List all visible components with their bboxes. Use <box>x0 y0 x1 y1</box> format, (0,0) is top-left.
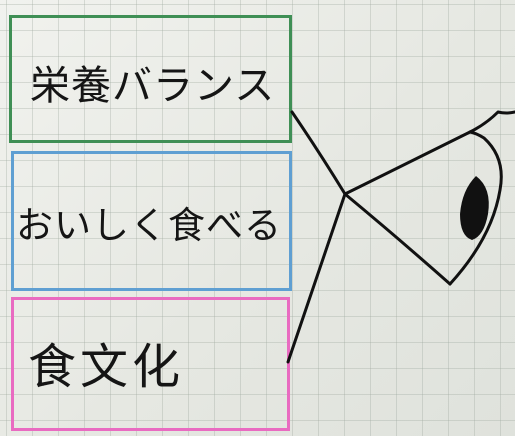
nutrition-balance-label: 栄養バランス <box>30 63 276 109</box>
eye-shape-icon <box>460 176 489 240</box>
nutrition-balance-box: 栄養バランス <box>9 15 292 143</box>
body-lower-line <box>343 192 452 286</box>
eat-deliciously-box: おいしく食べる <box>11 151 292 291</box>
head-curve <box>448 130 503 286</box>
gill-curve <box>468 110 515 134</box>
eat-deliciously-label: おいしく食べる <box>16 204 282 247</box>
tail-lower-line <box>286 192 347 364</box>
food-culture-box: 食文化 <box>11 297 290 431</box>
tail-upper-line <box>290 110 347 196</box>
food-culture-label: 食文化 <box>28 339 185 395</box>
body-upper-line <box>343 130 472 196</box>
